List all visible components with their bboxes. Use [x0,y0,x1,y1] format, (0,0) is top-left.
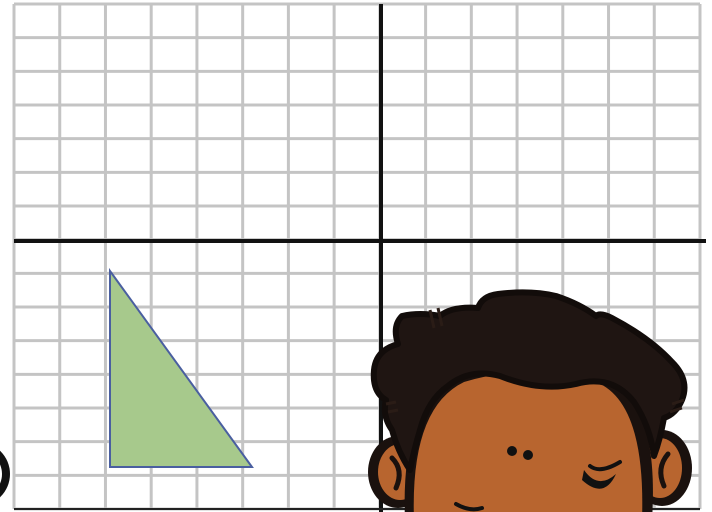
circle-icon [0,450,10,498]
left-eye [507,446,517,456]
right-eye [523,450,533,460]
cartoon-boy-face-icon [368,289,692,512]
green-triangle [109,267,254,468]
hair [370,289,688,473]
smile [582,470,616,489]
